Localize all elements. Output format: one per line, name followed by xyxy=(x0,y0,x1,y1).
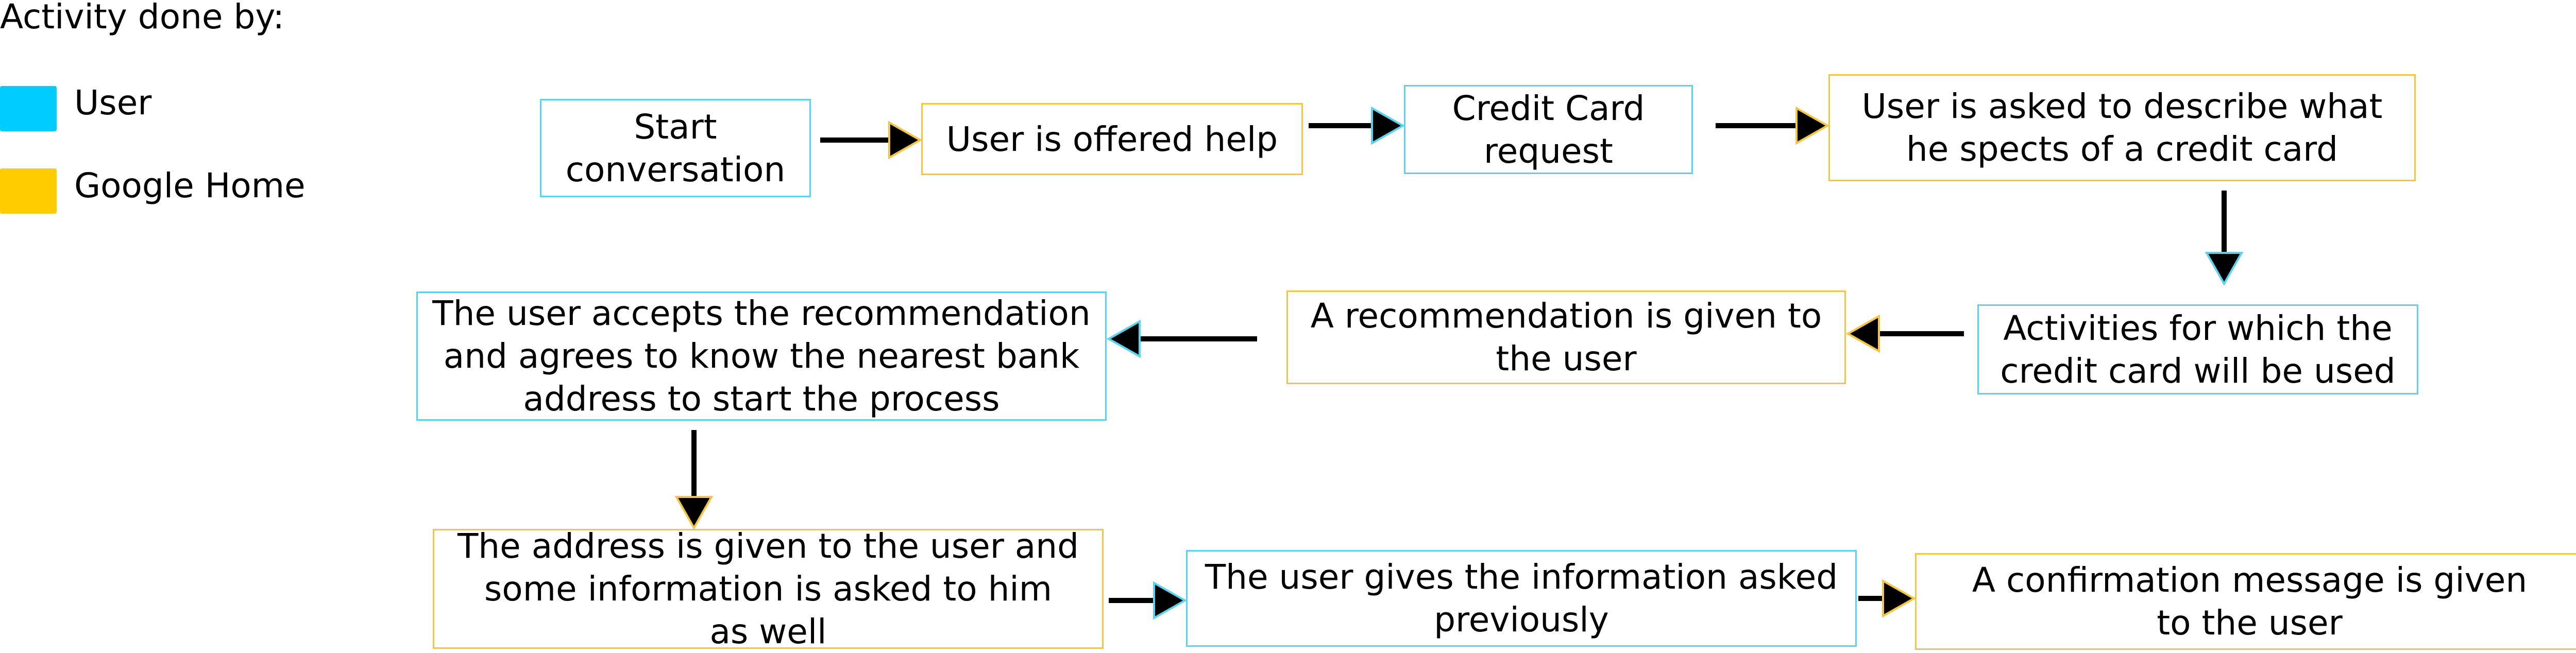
flow-node-recommendation: A recommendation is given to the user xyxy=(1286,290,1846,384)
flow-arrowhead-cc-request-to-describe xyxy=(1795,106,1830,145)
flow-node-gives-info-text: The user gives the information asked pre… xyxy=(1205,557,1838,640)
flow-node-confirmation: A confirmation message is given to the u… xyxy=(1915,553,2576,650)
flow-node-confirmation-text: A confirmation message is given to the u… xyxy=(1972,560,2528,643)
flow-node-accepts-text: The user accepts the recommendation and … xyxy=(432,294,1091,419)
legend-title: Activity done by: xyxy=(0,0,284,37)
flow-node-start-text: Start conversation xyxy=(565,107,786,190)
flow-arrowhead-start-to-offered-help xyxy=(888,121,923,160)
flow-node-cc-request-text: Credit Card request xyxy=(1452,88,1645,171)
legend-swatch-google-home xyxy=(0,168,57,214)
flow-node-describe: User is asked to describe what he spects… xyxy=(1828,74,2416,181)
flow-arrowhead-recommendation-to-accepts xyxy=(1106,319,1141,358)
flow-node-describe-text: User is asked to describe what he spects… xyxy=(1861,87,2383,169)
flow-node-address-text: The address is given to the user and som… xyxy=(457,526,1079,651)
flow-node-activities-text: Activities for which the credit card wil… xyxy=(2000,308,2396,391)
flow-arrowhead-gives-info-to-confirmation xyxy=(1882,579,1917,618)
flow-node-recommendation-text: A recommendation is given to the user xyxy=(1310,296,1822,379)
flow-node-address: The address is given to the user and som… xyxy=(433,526,1104,651)
flow-node-accepts: The user accepts the recommendation and … xyxy=(416,291,1107,421)
flow-node-gives-info: The user gives the information asked pre… xyxy=(1186,550,1857,647)
legend-label-user: User xyxy=(74,83,152,123)
flow-node-offered-help-text: User is offered help xyxy=(946,119,1278,159)
legend-swatch-user xyxy=(0,86,57,131)
flow-arrowhead-accepts-to-address xyxy=(674,496,714,530)
flow-arrowhead-address-to-gives-info xyxy=(1153,581,1188,620)
flow-arrowhead-describe-to-activities xyxy=(2205,252,2244,286)
flow-node-activities: Activities for which the credit card wil… xyxy=(1977,304,2418,394)
flow-arrowhead-offered-help-to-cc-request xyxy=(1371,106,1405,145)
flow-node-cc-request: Credit Card request xyxy=(1404,85,1693,174)
flow-node-start: Start conversation xyxy=(540,99,811,197)
flow-node-offered-help: User is offered help xyxy=(921,103,1303,175)
legend-label-google-home: Google Home xyxy=(74,166,306,205)
flow-arrowhead-activities-to-recommendation xyxy=(1845,314,1880,353)
